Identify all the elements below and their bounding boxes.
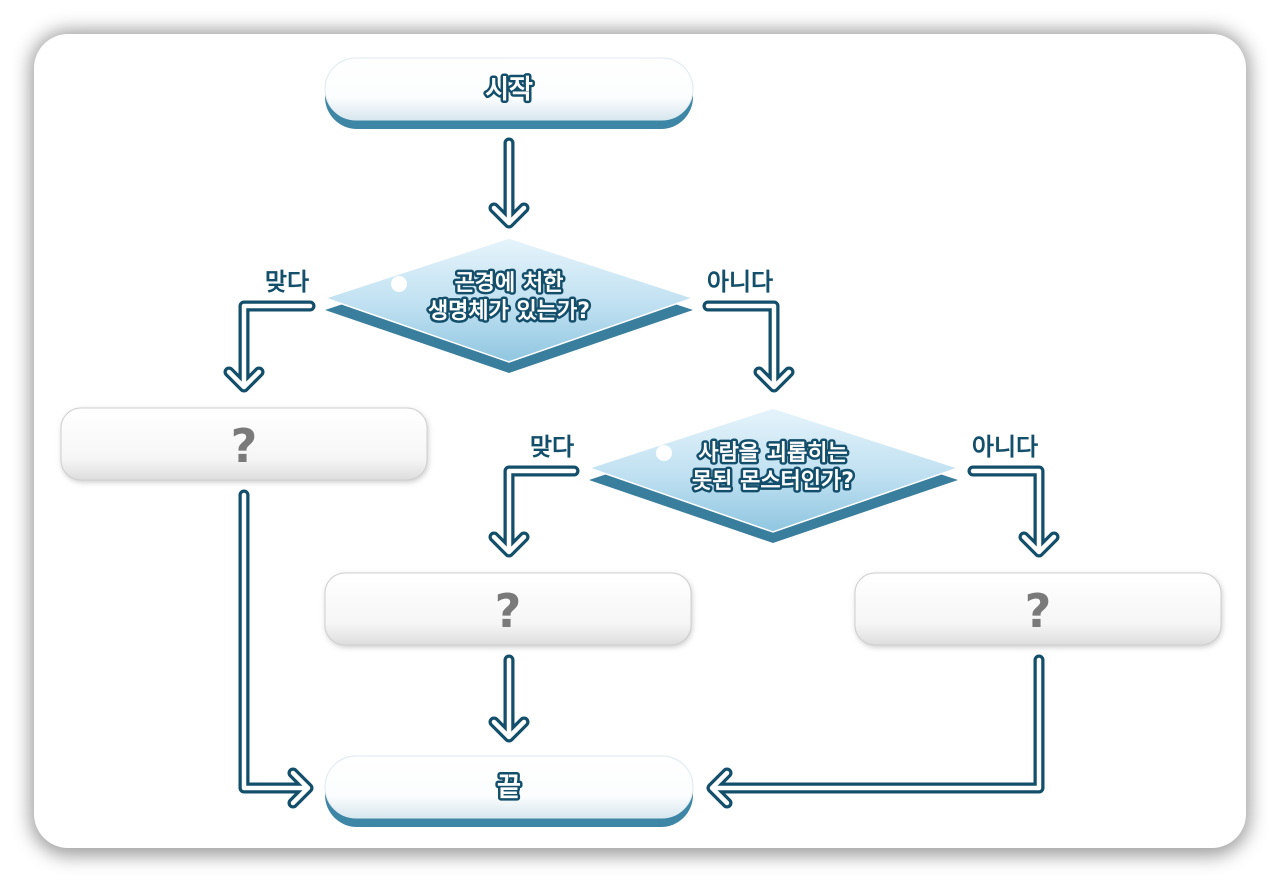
decision-2-line2: 못된 몬스터인가? — [692, 469, 854, 494]
result-left-text: ? — [231, 419, 258, 473]
arrows — [223, 137, 1060, 809]
decision-2-no-label: 아니다 — [972, 433, 1038, 461]
decision-1-no-label: 아니다 — [707, 268, 773, 296]
start-label: 시작 — [485, 75, 533, 105]
decision-1-yes-label: 맞다 — [265, 268, 309, 296]
result-right-box: ? — [854, 572, 1222, 647]
end-node: 끝 — [324, 755, 694, 827]
highlight-dot — [391, 276, 407, 292]
highlight-dot — [656, 445, 672, 461]
end-label: 끝 — [497, 773, 521, 803]
result-middle-text: ? — [495, 584, 522, 638]
decision-1-line1: 곤경에 처한 — [455, 271, 564, 296]
decision-2-line1: 사람을 괴롭히는 — [698, 441, 847, 466]
decision-2-yes-label: 맞다 — [530, 433, 574, 461]
decision-2: 사람을 괴롭히는 못된 몬스터인가? — [586, 407, 961, 543]
decision-1-line2: 생명체가 있는가? — [428, 299, 590, 324]
start-node: 시작 — [324, 57, 694, 129]
result-middle-box: ? — [324, 572, 692, 647]
decision-1: 곤경에 처한 생명체가 있는가? — [322, 237, 696, 373]
result-right-text: ? — [1025, 584, 1052, 638]
result-left-box: ? — [60, 407, 428, 482]
